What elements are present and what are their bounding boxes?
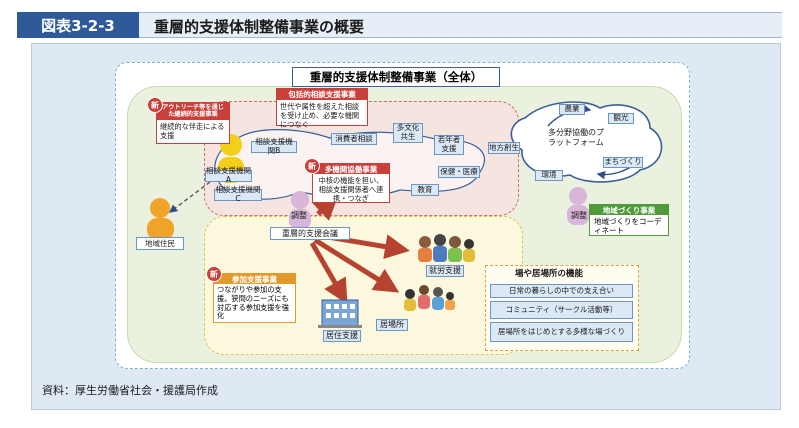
- agency-multicultural: 多文化共生: [393, 123, 423, 143]
- comprehensive-title: 包括的相談支援事業: [277, 89, 367, 100]
- agency-b: 相談支援機関B: [251, 138, 297, 155]
- comprehensive-body: 世代や属性を超えた相談を受け止め、必要な機関につなぐ: [280, 102, 360, 129]
- new-badge-multi-agency: 新: [304, 158, 320, 174]
- employment-people-icon: [418, 234, 475, 262]
- residence-building-icon: [318, 299, 362, 328]
- agency-youth: 若年者支援: [434, 135, 464, 155]
- function-item-2: コミュニティ（サークル活動等）: [490, 301, 633, 319]
- new-badge-participation: 新: [206, 266, 222, 282]
- agency-regional: 地方創生: [488, 142, 520, 154]
- community-body: 地域づくりをコーディネート: [594, 217, 662, 235]
- agency-a: 相談支援機関A: [205, 166, 252, 184]
- community-box: 地域づくり事業 地域づくりをコーディネート: [589, 204, 669, 236]
- coordinator-person-icon: [289, 191, 311, 229]
- platform-label: 多分野協働のプラットフォーム: [548, 128, 604, 147]
- figure-title: 重層的支援体制整備事業の概要: [154, 18, 365, 36]
- platform-town: まちづくり: [603, 157, 643, 168]
- community-coordinator-icon: [567, 187, 589, 225]
- arrow-to-place: [313, 237, 400, 293]
- outreach-title: アウトリーチ等を通じた継続的支援事業: [157, 103, 229, 120]
- function-item-1: 日常の暮らしの中での支え合い: [490, 284, 633, 298]
- coordination-label-center: 調整: [291, 211, 307, 220]
- participation-body: つながりや参加の支援。狭間のニーズにも対応する参加支援を強化: [217, 285, 289, 321]
- new-badge-outreach: 新: [147, 97, 163, 113]
- multi-agency-title: 多機関協働事業: [313, 164, 389, 174]
- figure-number: 図表3-2-3: [17, 12, 139, 38]
- resident-person-icon: [147, 198, 174, 240]
- agency-health: 保健・医療: [438, 166, 480, 178]
- outreach-body: 継続的な伴走による支援: [160, 122, 225, 140]
- source-note: 資料：厚生労働省社会・援護局作成: [42, 384, 218, 397]
- residence-label: 居住支援: [323, 330, 361, 342]
- function-item-3: 居場所をはじめとする多様な場づくり: [490, 322, 633, 342]
- agency-education: 教育: [411, 184, 439, 196]
- participation-title: 参加支援事業: [214, 274, 295, 284]
- platform-agri: 農業: [559, 104, 585, 115]
- comprehensive-consultation-box: 包括的相談支援事業 世代や属性を超えた相談を受け止め、必要な機関につなぐ: [276, 88, 368, 129]
- agency-consumer: 消費者相談: [331, 133, 377, 145]
- multi-agency-body: 中核の機能を担い、相談支援関係者へ連携・つなぎ: [318, 176, 384, 203]
- resident-label: 地域住民: [136, 237, 184, 250]
- platform-env: 環境: [535, 170, 563, 181]
- diagram-title: 重層的支援体制整備事業（全体）: [292, 67, 500, 87]
- arrow-to-residence: [309, 241, 348, 305]
- place-functions-title: 場や居場所の機能: [515, 269, 584, 279]
- multi-agency-box: 多機関協働事業 中核の機能を担い、相談支援関係者へ連携・つなぎ: [312, 163, 390, 203]
- place-label: 居場所: [376, 319, 408, 331]
- agency-c: 相談支援機関C: [214, 185, 262, 203]
- community-title: 地域づくり事業: [590, 205, 668, 215]
- participation-box: 参加支援事業 つながりや参加の支援。狭間のニーズにも対応する参加支援を強化: [213, 273, 296, 323]
- employment-label: 就労支援: [426, 265, 464, 277]
- place-people-icon: [404, 285, 455, 311]
- outreach-box: アウトリーチ等を通じた継続的支援事業 継続的な伴走による支援: [156, 102, 230, 144]
- support-meeting-label: 重層的支援会議: [270, 227, 350, 240]
- header-band: [17, 12, 782, 38]
- platform-tourism: 観光: [608, 113, 634, 124]
- outreach-arrow: [168, 181, 211, 213]
- coordination-label-right: 調整: [571, 211, 587, 220]
